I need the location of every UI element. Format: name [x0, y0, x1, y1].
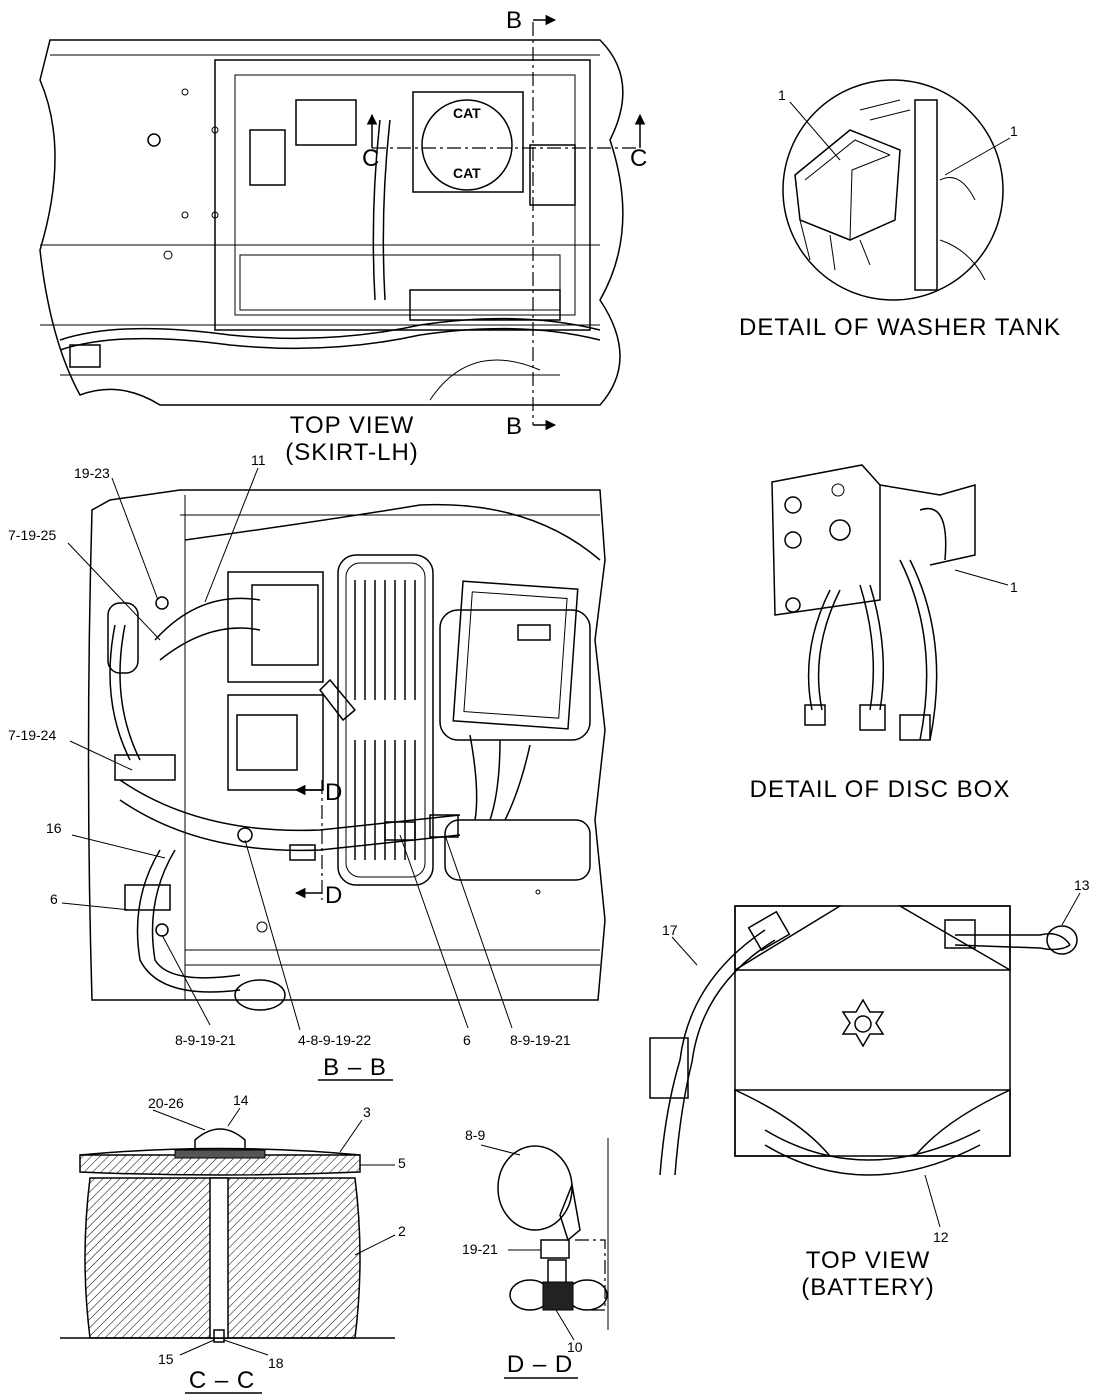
washer-tank-caption: DETAIL OF WASHER TANK — [739, 314, 1061, 341]
washer-callout-1b: 1 — [1010, 123, 1018, 139]
section-cc: 20-26 14 3 5 2 15 18 C – C — [60, 1092, 406, 1394]
callout-19-21: 19-21 — [462, 1241, 498, 1257]
washer-callout-1a: 1 — [778, 87, 786, 103]
callout-4-8-9-19-22: 4-8-9-19-22 — [298, 1032, 371, 1048]
callout-8-9-19-21-right: 8-9-19-21 — [510, 1032, 571, 1048]
disc-box-caption: DETAIL OF DISC BOX — [750, 776, 1011, 803]
cat-logo-top: CAT — [453, 105, 481, 121]
callout-3: 3 — [363, 1104, 371, 1120]
top-view-skirt: CAT CAT B B C C TOP VIEW (SKIRT-LH) — [39, 7, 648, 466]
section-marker-c-left: C — [362, 145, 380, 172]
callout-8-9-19-21-left: 8-9-19-21 — [175, 1032, 236, 1048]
section-bb-caption: B – B — [323, 1054, 387, 1081]
callout-18: 18 — [268, 1355, 284, 1371]
vent-louvers — [354, 580, 416, 860]
section-marker-b-bottom: B — [506, 413, 523, 440]
disc-box-callout-1: 1 — [1010, 579, 1018, 595]
callout-6-left: 6 — [50, 891, 58, 907]
section-bb: D D 19-23 11 7-19-25 7-19-24 16 6 8-9-19… — [8, 452, 606, 1081]
top-view-skirt-title: TOP VIEW — [290, 412, 414, 439]
callout-6-mid: 6 — [463, 1032, 471, 1048]
callout-12: 12 — [933, 1229, 949, 1245]
callout-8-9: 8-9 — [465, 1127, 485, 1143]
callout-7-19-24: 7-19-24 — [8, 727, 56, 743]
callout-20-26: 20-26 — [148, 1095, 184, 1111]
cat-logo-bottom: CAT — [453, 165, 481, 181]
washer-tank-detail: 1 1 DETAIL OF WASHER TANK — [739, 79, 1061, 341]
section-marker-b-top: B — [506, 7, 523, 34]
callout-19-23: 19-23 — [74, 465, 110, 481]
section-cc-caption: C – C — [189, 1367, 255, 1394]
callout-13: 13 — [1074, 877, 1090, 893]
section-marker-d-bottom: D — [325, 882, 343, 909]
callout-16: 16 — [46, 820, 62, 836]
section-marker-c-right: C — [630, 145, 648, 172]
callout-2: 2 — [398, 1223, 406, 1239]
battery-view-title: TOP VIEW — [806, 1247, 930, 1274]
callout-14: 14 — [233, 1092, 249, 1108]
battery-view-subtitle: (BATTERY) — [801, 1274, 934, 1301]
disc-box-detail: 1 DETAIL OF DISC BOX — [750, 464, 1018, 803]
section-dd-caption: D – D — [507, 1351, 573, 1378]
battery-top-view: 13 17 12 TOP VIEW (BATTERY) — [649, 877, 1090, 1301]
callout-11: 11 — [251, 452, 266, 468]
callout-10: 10 — [567, 1339, 583, 1355]
callout-15: 15 — [158, 1351, 174, 1367]
section-dd: 8-9 19-21 10 D – D — [462, 1127, 609, 1379]
section-marker-d-top: D — [325, 779, 343, 806]
top-view-skirt-subtitle: (SKIRT-LH) — [285, 439, 419, 466]
callout-17: 17 — [662, 922, 678, 938]
callout-7-19-25: 7-19-25 — [8, 527, 56, 543]
callout-5: 5 — [398, 1155, 406, 1171]
